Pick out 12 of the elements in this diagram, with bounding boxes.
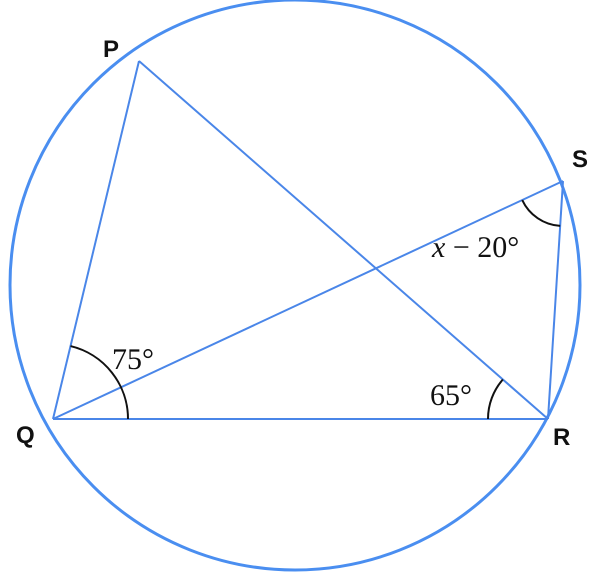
line-segment — [547, 180, 564, 420]
line-segment — [52, 60, 140, 420]
angle-label: 75° — [112, 345, 154, 375]
angle-label: x − 20° — [432, 233, 520, 263]
point-label: P — [103, 38, 120, 62]
point-label: R — [553, 426, 570, 450]
point-label: Q — [16, 424, 35, 448]
line-segment — [53, 418, 548, 420]
point-label: S — [572, 148, 588, 172]
line-segment — [138, 60, 549, 420]
angle-label: 65° — [430, 381, 472, 411]
line-segment — [52, 180, 564, 420]
